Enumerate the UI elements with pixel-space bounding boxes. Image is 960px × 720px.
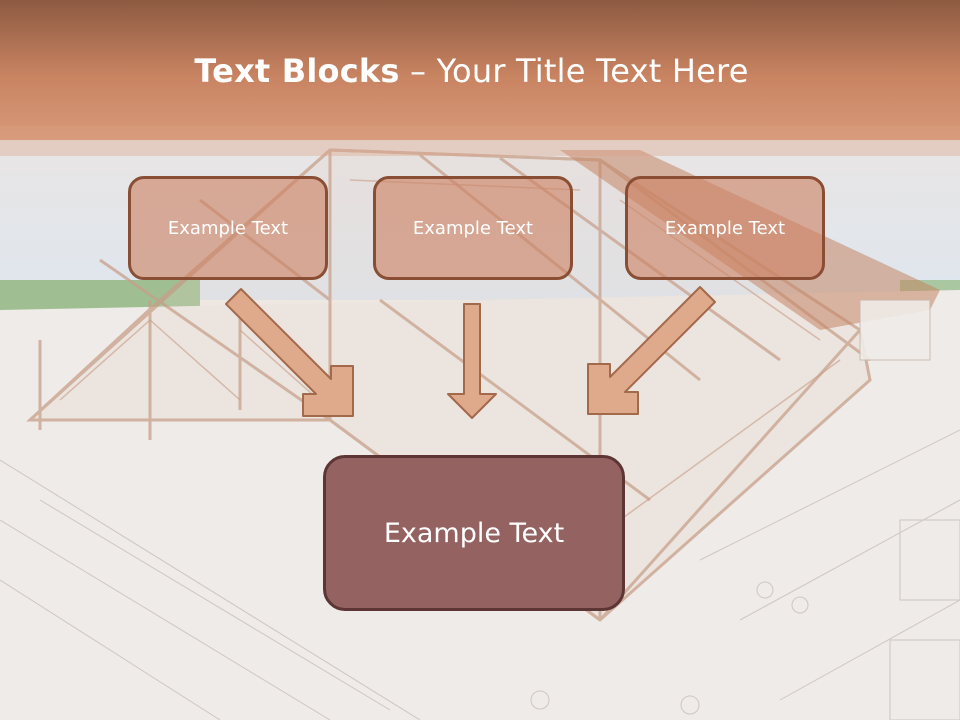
text-block-2[interactable]: Example Text — [373, 176, 573, 280]
target-text-block[interactable]: Example Text — [323, 455, 625, 611]
text-block-1[interactable]: Example Text — [128, 176, 328, 280]
title-rest: Your Title Text Here — [436, 52, 749, 90]
slide-title: Text Blocks – Your Title Text Here — [0, 52, 943, 90]
text-block-3[interactable]: Example Text — [625, 176, 825, 280]
title-bold: Text Blocks — [194, 52, 400, 90]
title-dash: – — [399, 52, 437, 90]
